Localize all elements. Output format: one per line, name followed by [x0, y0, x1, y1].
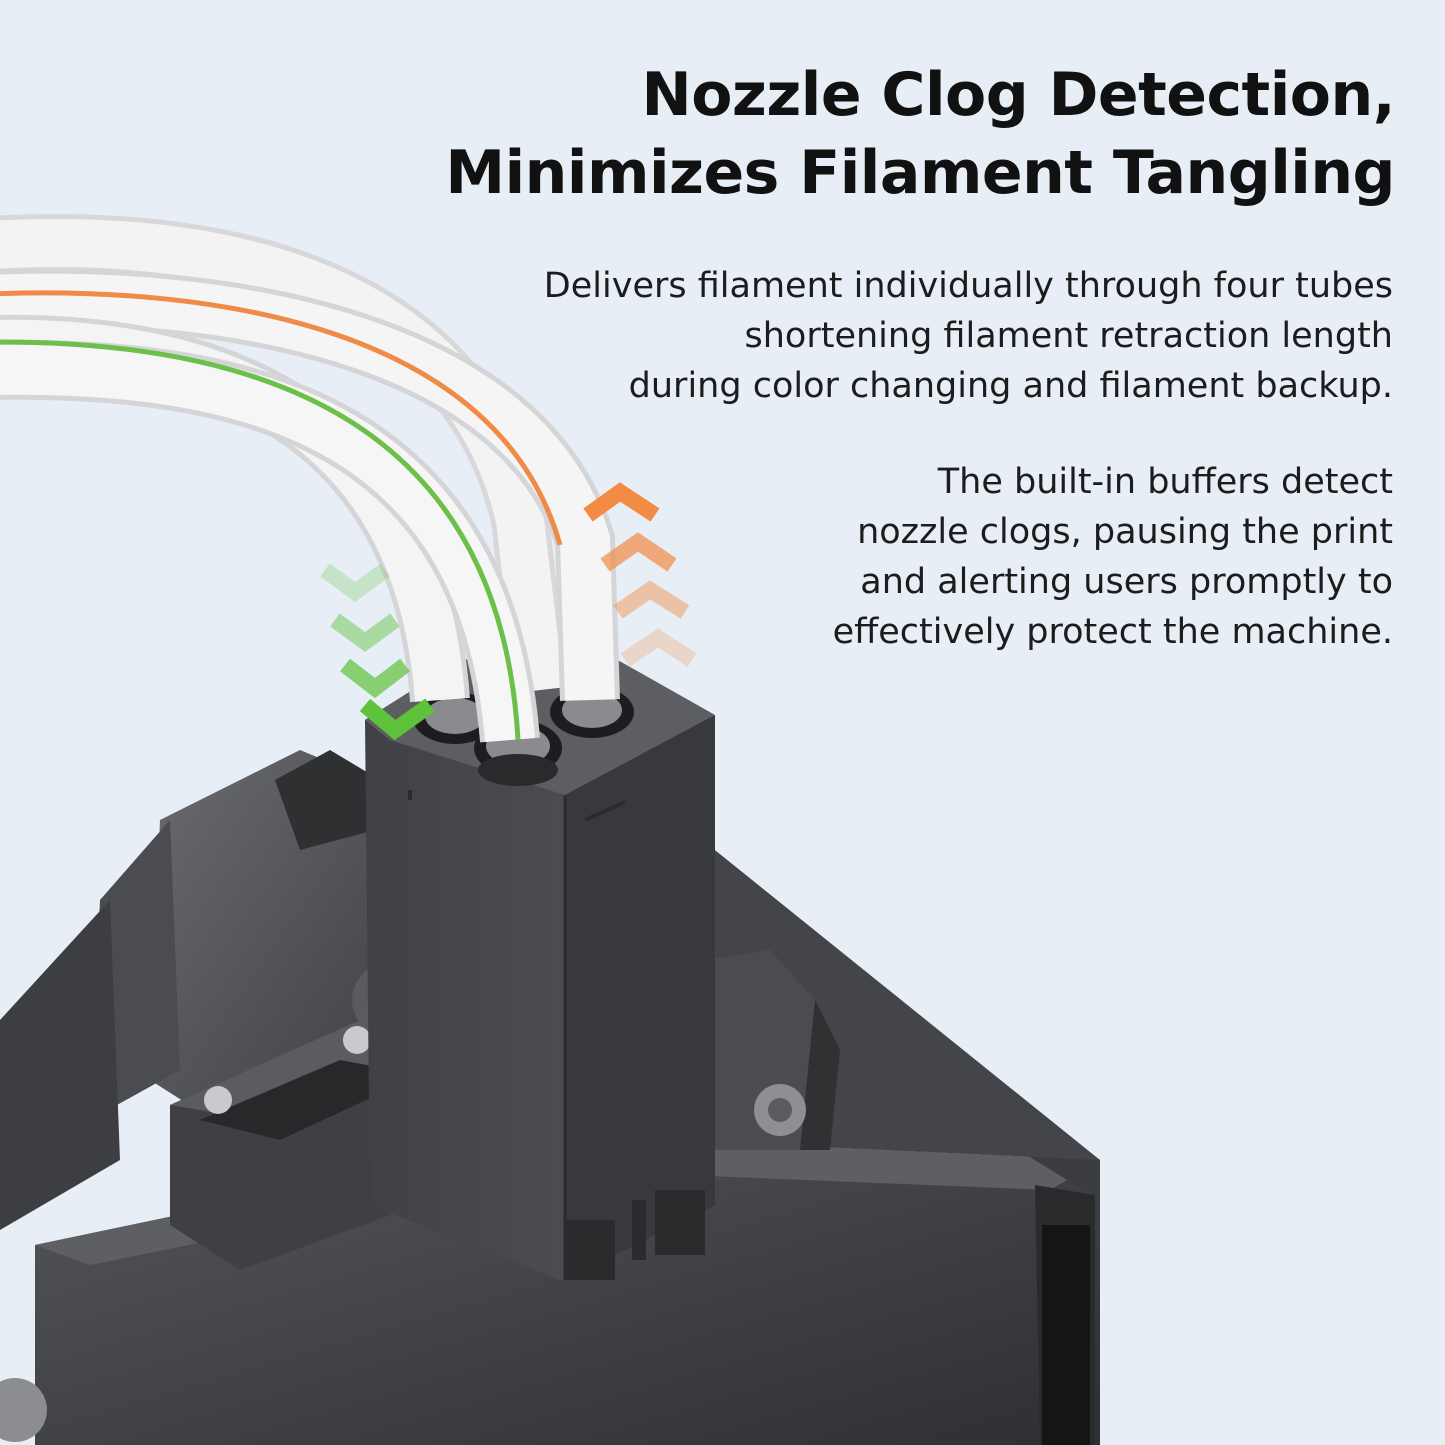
- paragraph-line: Delivers filament individually through f…: [543, 266, 1393, 306]
- paragraph-line: during color changing and filament backu…: [628, 366, 1393, 406]
- paragraph-line: nozzle clogs, pausing the print: [857, 512, 1393, 552]
- description-paragraph-2: The built-in buffers detect nozzle clogs…: [433, 457, 1393, 657]
- right-bracket: [705, 950, 840, 1150]
- down-arrows-icon: [320, 563, 435, 741]
- paragraph-line: The built-in buffers detect: [937, 462, 1393, 502]
- screw-icon: [204, 1086, 232, 1114]
- filament-tubes: [0, 214, 620, 743]
- paragraph-line: and alerting users promptly to: [860, 562, 1393, 602]
- description-paragraph-1: Delivers filament individually through f…: [433, 261, 1393, 411]
- screw-icon: [343, 1026, 371, 1054]
- title-line-1: Nozzle Clog Detection,: [641, 60, 1395, 130]
- motor-block: [0, 750, 430, 1442]
- paragraph-line: shortening filament retraction length: [744, 316, 1393, 356]
- title-line-2: Minimizes Filament Tangling: [445, 138, 1395, 208]
- page-title: Nozzle Clog Detection, Minimizes Filamen…: [295, 56, 1395, 212]
- buffer-column: [365, 650, 715, 1280]
- paragraph-line: effectively protect the machine.: [832, 612, 1393, 652]
- up-arrows-icon: [583, 482, 697, 667]
